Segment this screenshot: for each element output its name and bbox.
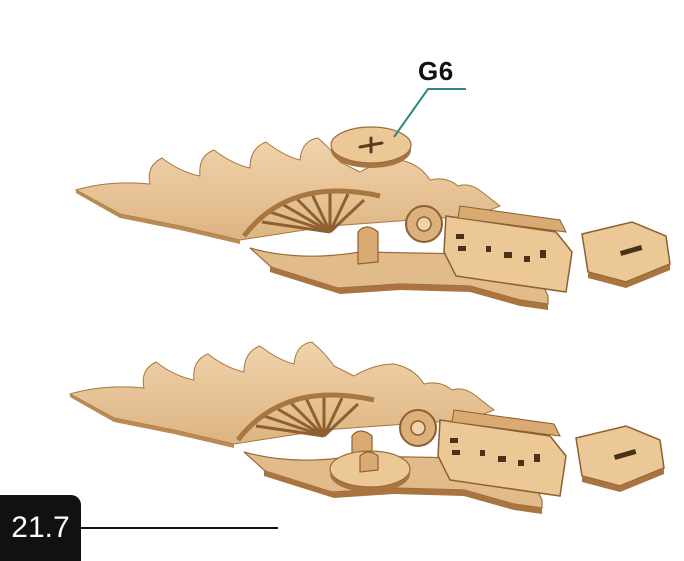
- callout-leader-line: [394, 89, 466, 137]
- step-divider-line: [81, 527, 278, 529]
- step-number-badge: 21.7: [0, 495, 81, 561]
- part-callout-label: G6: [418, 56, 454, 87]
- assembly-illustration-bottom: [70, 342, 664, 514]
- g6-disk: [331, 127, 411, 168]
